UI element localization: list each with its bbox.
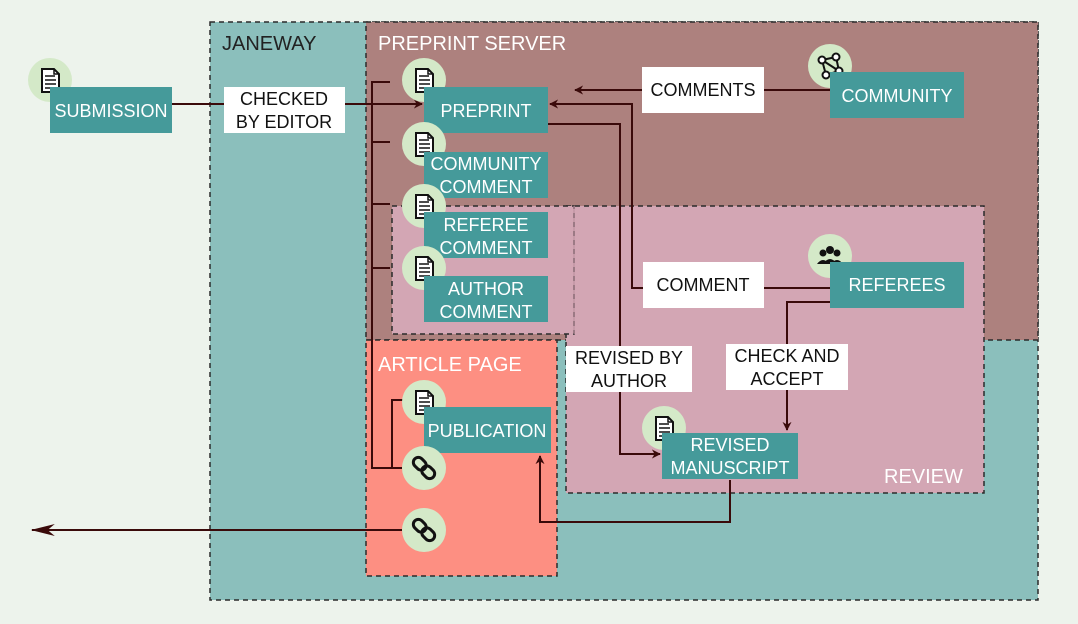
svg-text:BY EDITOR: BY EDITOR (236, 112, 332, 132)
author-comment-node[interactable]: AUTHOR COMMENT (424, 276, 548, 322)
publication-node[interactable]: PUBLICATION (424, 407, 551, 453)
revised-manuscript-line1: REVISED (690, 435, 769, 455)
comment-label: COMMENT (643, 262, 764, 308)
community-label: COMMUNITY (842, 86, 953, 106)
svg-text:COMMENTS: COMMENTS (651, 80, 756, 100)
svg-text:CHECK AND: CHECK AND (734, 346, 839, 366)
checked-by-editor-label: CHECKED BY EDITOR (224, 87, 345, 133)
edge-preprint-revised (548, 123, 661, 459)
link-icon (400, 506, 448, 554)
revised-manuscript-node[interactable]: REVISED MANUSCRIPT (662, 433, 798, 479)
author-comment-line1: AUTHOR (448, 279, 524, 299)
preprint-server-title: PREPRINT SERVER (378, 33, 566, 55)
janeway-title: JANEWAY (222, 33, 316, 55)
community-node[interactable]: COMMUNITY (830, 72, 964, 118)
edge-revised-publication (535, 455, 731, 523)
link-icon (400, 444, 448, 492)
check-and-accept-label: CHECK AND ACCEPT (726, 344, 848, 390)
revised-by-author-label: REVISED BY AUTHOR (566, 346, 692, 392)
referees-node[interactable]: REFEREES (830, 262, 964, 308)
community-comment-line2: COMMENT (440, 177, 533, 197)
comments-label: COMMENTS (642, 67, 764, 113)
svg-text:COMMENT: COMMENT (657, 275, 750, 295)
referees-label: REFEREES (848, 275, 945, 295)
preprint-node[interactable]: PREPRINT (424, 87, 548, 133)
svg-text:ACCEPT: ACCEPT (750, 369, 823, 389)
submission-label: SUBMISSION (54, 101, 167, 121)
community-comment-line1: COMMUNITY (431, 154, 542, 174)
svg-text:CHECKED: CHECKED (240, 89, 328, 109)
referee-comment-line1: REFEREE (443, 215, 528, 235)
left-bracket (371, 81, 402, 469)
svg-text:REVISED BY: REVISED BY (575, 348, 683, 368)
publication-label: PUBLICATION (428, 421, 547, 441)
svg-text:AUTHOR: AUTHOR (591, 371, 667, 391)
referee-comment-node[interactable]: REFEREE COMMENT (424, 212, 548, 258)
community-comment-node[interactable]: COMMUNITY COMMENT (424, 152, 548, 198)
referee-comment-line2: COMMENT (440, 238, 533, 258)
article-page-region (365, 339, 558, 577)
article-page-title: ARTICLE PAGE (378, 354, 522, 376)
preprint-label: PREPRINT (440, 101, 531, 121)
review-title: REVIEW (884, 466, 963, 488)
author-comment-line2: COMMENT (440, 302, 533, 322)
revised-manuscript-line2: MANUSCRIPT (670, 458, 789, 478)
